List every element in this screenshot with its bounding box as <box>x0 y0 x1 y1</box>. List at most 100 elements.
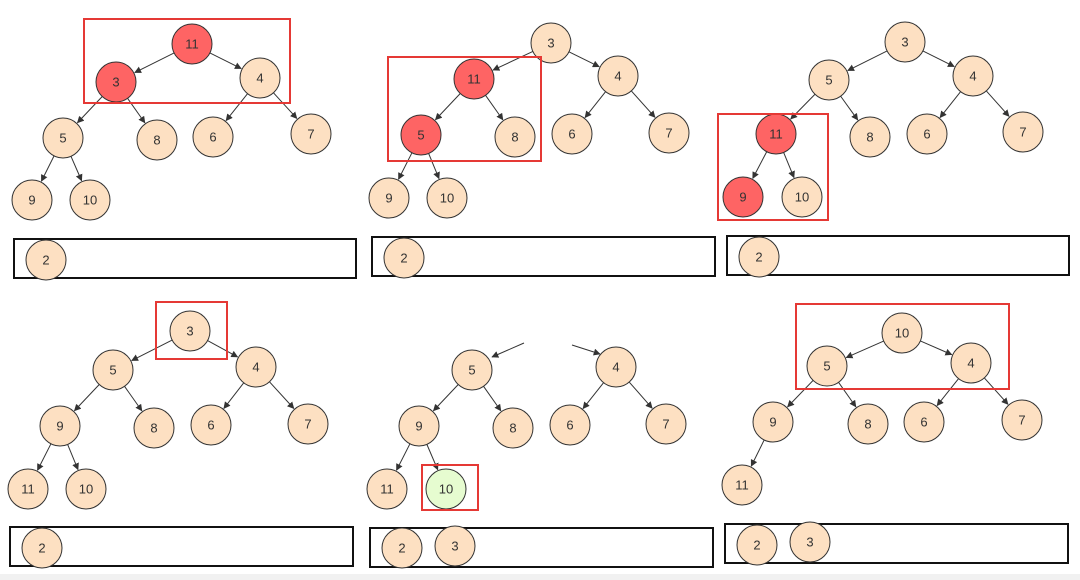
heap-node-11: 11 <box>171 23 213 65</box>
heap-node-4-circle <box>235 346 277 388</box>
edge-n4-n6 <box>584 91 606 119</box>
edge-n5-n9 <box>398 152 413 180</box>
highlight-box-1 <box>155 301 228 360</box>
heap-node-6-label: 6 <box>568 127 575 142</box>
output-node-2: 2 <box>736 524 778 566</box>
edge-n11-n9 <box>752 151 768 180</box>
heap-node-5-label: 5 <box>468 363 475 378</box>
heap-node-8-circle <box>133 407 175 449</box>
output-node-2-circle <box>383 237 425 279</box>
output-node-3-label: 3 <box>806 535 813 550</box>
heap-node-7-circle <box>290 113 332 155</box>
highlight-box-1 <box>83 18 291 104</box>
heap-node-7-label: 7 <box>1019 125 1026 140</box>
heap-node-9-label: 9 <box>769 415 776 430</box>
heap-node-8-label: 8 <box>864 417 871 432</box>
heap-node-10-label: 10 <box>440 191 454 206</box>
heap-node-10: 10 <box>881 312 923 354</box>
edge-n4-n6 <box>225 93 248 122</box>
edge-n4-n7 <box>985 90 1010 117</box>
detached-edge-2 <box>571 344 601 356</box>
edge-n10-n5 <box>845 340 884 359</box>
edge-n4-n7 <box>983 377 1009 405</box>
heap-node-10-circle <box>426 177 468 219</box>
output-node-2-label: 2 <box>398 541 405 556</box>
heap-node-6-label: 6 <box>209 130 216 145</box>
highlight-box-1 <box>421 464 479 511</box>
output-node-3-circle <box>789 521 831 563</box>
heap-node-7-label: 7 <box>307 127 314 142</box>
heap-node-9: 9 <box>11 179 53 221</box>
heap-node-4-circle <box>952 55 994 97</box>
detached-edge-1 <box>491 342 525 358</box>
highlight-box-1 <box>387 56 542 162</box>
output-node-2-label: 2 <box>755 250 762 265</box>
heap-node-6: 6 <box>549 404 591 446</box>
heap-node-8: 8 <box>494 116 536 158</box>
heap-node-5: 5 <box>400 114 442 156</box>
heap-node-9-circle <box>752 401 794 443</box>
heap-node-6-label: 6 <box>923 127 930 142</box>
output-node-2-circle <box>381 527 423 569</box>
heap-node-4-label: 4 <box>969 69 976 84</box>
output-node-3: 3 <box>434 525 476 567</box>
output-node-2: 2 <box>381 527 423 569</box>
heap-node-10-circle <box>781 176 823 218</box>
edge-n3-n5 <box>847 50 888 72</box>
heap-node-7-circle <box>1001 399 1043 441</box>
edge-n11-n10 <box>783 152 795 179</box>
edge-n5-n9 <box>432 384 459 412</box>
heap-node-7-label: 7 <box>304 417 311 432</box>
edge-n4-n6 <box>223 382 245 409</box>
heap-node-6-circle <box>551 113 593 155</box>
heap-node-9-label: 9 <box>56 419 63 434</box>
sorted-output-box <box>369 527 714 568</box>
heap-node-7: 7 <box>648 112 690 154</box>
heap-node-11: 11 <box>453 58 495 100</box>
heap-node-9: 9 <box>368 177 410 219</box>
edge-n9-n10 <box>67 444 79 471</box>
heap-node-10-circle <box>881 312 923 354</box>
heap-node-11-circle <box>453 58 495 100</box>
heap-node-3-label: 3 <box>186 324 193 339</box>
edge-n5-n10 <box>70 156 83 182</box>
heap-node-6: 6 <box>906 113 948 155</box>
edge-n4-n7 <box>273 92 298 119</box>
heap-node-8: 8 <box>847 403 889 445</box>
heap-node-8-label: 8 <box>150 421 157 436</box>
heap-node-11-label: 11 <box>735 478 749 493</box>
heap-node-6-circle <box>906 113 948 155</box>
heap-node-3-label: 3 <box>901 35 908 50</box>
edge-n4-n6 <box>936 378 959 407</box>
heap-node-9: 9 <box>398 405 440 447</box>
heap-node-4: 4 <box>235 346 277 388</box>
output-node-2: 2 <box>21 527 63 569</box>
heap-node-11: 11 <box>366 468 408 510</box>
heap-node-11-label: 11 <box>769 127 783 142</box>
heap-node-4-circle <box>595 346 637 388</box>
heap-node-11-label: 11 <box>21 482 35 497</box>
output-node-2: 2 <box>738 236 780 278</box>
heap-node-5: 5 <box>806 345 848 387</box>
heap-node-8-circle <box>847 403 889 445</box>
heap-node-8-circle <box>849 116 891 158</box>
heap-node-7-label: 7 <box>665 126 672 141</box>
output-node-2-circle <box>736 524 778 566</box>
edge-n5-n10 <box>428 153 440 180</box>
sorted-output-box <box>13 238 357 279</box>
output-node-2-label: 2 <box>400 251 407 266</box>
heap-node-7: 7 <box>1001 399 1043 441</box>
highlight-box-1 <box>717 113 829 221</box>
heap-node-4-label: 4 <box>252 360 259 375</box>
highlight-box-1 <box>795 303 1010 390</box>
edge-n5-n9 <box>73 384 100 412</box>
heap-node-6: 6 <box>903 401 945 443</box>
heap-node-4-circle <box>239 57 281 99</box>
edge-n4-n7 <box>630 90 656 118</box>
edge-n4-n7 <box>628 381 653 409</box>
heap-node-5-circle <box>92 349 134 391</box>
heap-node-10: 10 <box>65 468 107 510</box>
